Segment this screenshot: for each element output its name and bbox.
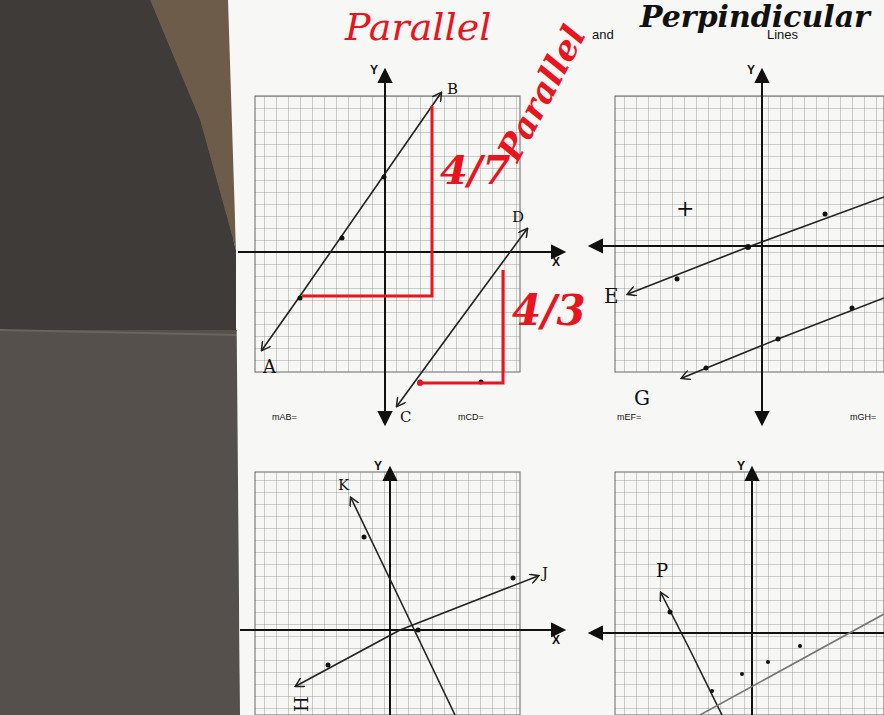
point-label: B bbox=[447, 82, 458, 97]
point-label: J bbox=[542, 566, 548, 581]
slope-blank: mCD= bbox=[458, 413, 484, 422]
point-label: A bbox=[263, 358, 276, 376]
grid bbox=[255, 96, 520, 372]
handwritten-mark: + bbox=[676, 198, 694, 220]
point-label: G bbox=[634, 388, 650, 408]
axis-label: X bbox=[552, 256, 560, 268]
handwritten-title: Perpindicular bbox=[640, 2, 870, 32]
axes bbox=[238, 70, 884, 715]
printed-word: and bbox=[592, 28, 614, 41]
grid bbox=[615, 96, 884, 372]
axis-label: Y bbox=[370, 64, 378, 76]
slope-blank: mAB= bbox=[272, 413, 297, 422]
point-label: H bbox=[293, 696, 311, 712]
point-label: D bbox=[512, 210, 524, 225]
slope-blank: mEF= bbox=[617, 413, 641, 422]
handwritten-title: Parallel bbox=[345, 8, 491, 46]
axis-label: Y bbox=[737, 460, 745, 472]
point-label: P bbox=[656, 562, 668, 580]
plotted-lines bbox=[262, 93, 884, 715]
point-label: K bbox=[338, 478, 349, 493]
slope-triangles bbox=[302, 106, 503, 383]
axis-label: Y bbox=[374, 460, 382, 472]
slope-blank: mGH= bbox=[850, 413, 876, 422]
point-label: C bbox=[400, 410, 411, 425]
plot-points bbox=[298, 175, 855, 694]
point-label: E bbox=[604, 286, 619, 306]
slope-annotation: 4/7 bbox=[440, 150, 510, 190]
grid bbox=[615, 472, 884, 715]
axis-label: Y bbox=[747, 64, 755, 76]
axis-label: X bbox=[552, 634, 560, 646]
grid bbox=[255, 472, 520, 715]
slope-annotation: 4/3 bbox=[512, 290, 586, 332]
printed-word: Lines bbox=[767, 28, 798, 41]
